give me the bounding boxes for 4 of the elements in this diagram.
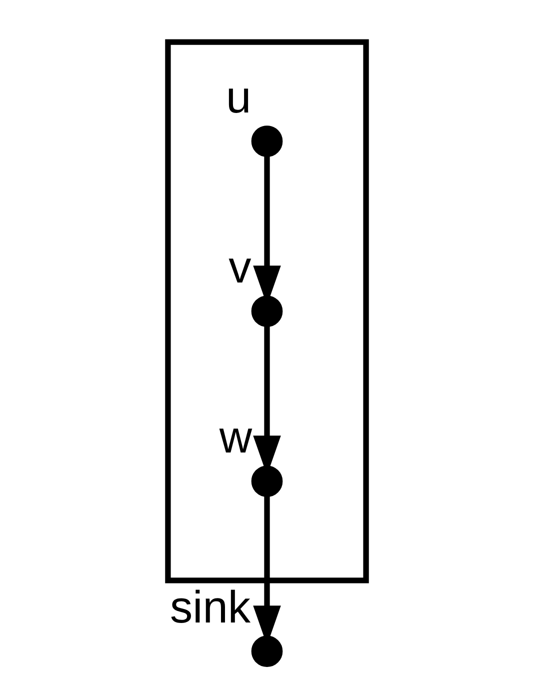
node-label: sink: [170, 581, 251, 632]
node-label: w: [219, 411, 252, 462]
node-label: v: [228, 241, 252, 292]
node-label: u: [226, 71, 252, 122]
